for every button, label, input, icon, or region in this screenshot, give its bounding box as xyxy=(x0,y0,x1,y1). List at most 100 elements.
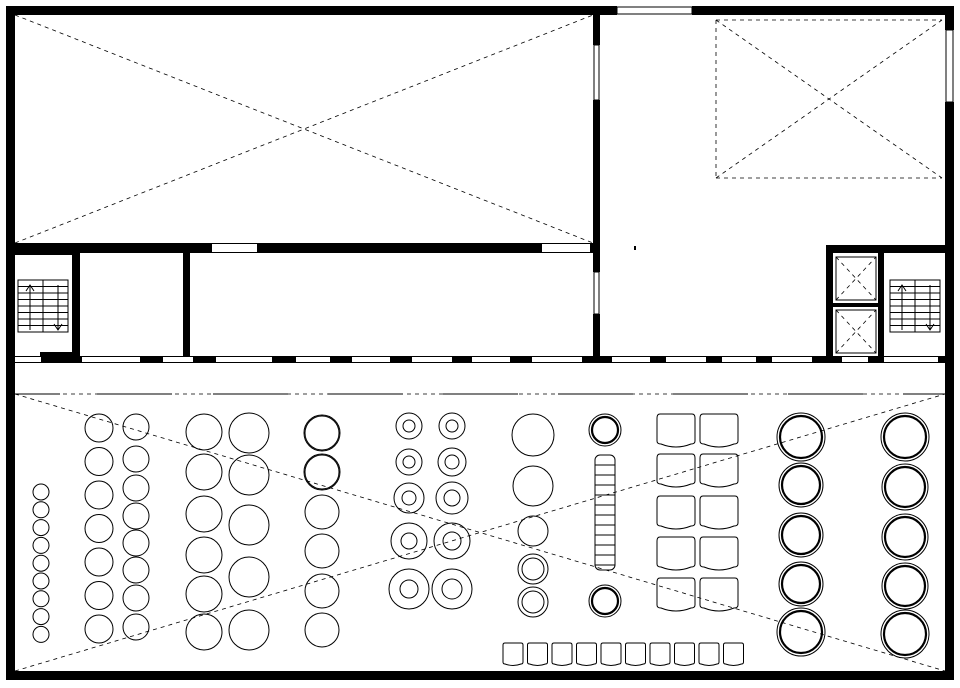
round-table xyxy=(228,609,270,651)
round-table xyxy=(304,415,340,451)
ring-table-outer xyxy=(390,522,428,560)
front-row-stool xyxy=(576,642,597,666)
round-table-outer xyxy=(588,413,622,447)
ring-table-inner xyxy=(402,419,416,433)
tub-chair xyxy=(656,413,696,448)
window-hall-bottom-1 xyxy=(212,244,257,252)
door-center-lower-frame xyxy=(593,271,600,315)
ring-table-outer xyxy=(388,568,430,610)
stool xyxy=(32,572,50,590)
front-row-stool xyxy=(723,642,744,666)
round-table-outer xyxy=(881,463,929,511)
ring-table-outer xyxy=(395,448,423,476)
tub-chair xyxy=(699,453,739,488)
window-hall-bottom-2 xyxy=(542,244,590,252)
round-table xyxy=(304,612,340,648)
ring-table-inner xyxy=(445,419,459,433)
door-center-lower xyxy=(593,272,600,314)
round-table xyxy=(517,586,549,618)
lift-lower-diag-1 xyxy=(835,309,877,354)
ring-table-outer xyxy=(431,568,473,610)
lift-upper-diag-2 xyxy=(835,256,877,301)
window-top xyxy=(617,6,692,15)
round-table xyxy=(122,584,150,612)
window-right-frame xyxy=(945,29,954,103)
round-table xyxy=(84,547,114,577)
door-center-upper-frame xyxy=(593,44,600,101)
ring-table-outer xyxy=(433,522,471,560)
window-east-4 xyxy=(772,357,812,362)
round-table-outer xyxy=(776,607,826,657)
ring-table-inner xyxy=(441,578,463,600)
window-mid-2 xyxy=(82,357,140,362)
ring-table-outer xyxy=(435,481,469,515)
round-table xyxy=(185,575,223,613)
front-row-stool xyxy=(502,642,524,666)
round-table xyxy=(517,515,549,547)
round-table xyxy=(304,573,340,609)
round-table-outer xyxy=(880,412,930,462)
round-table-outer xyxy=(778,561,824,607)
ring-table-inner xyxy=(400,532,418,550)
front-row-stool xyxy=(551,642,573,666)
tub-chair xyxy=(656,495,696,530)
stair-west xyxy=(17,279,69,333)
round-table xyxy=(185,495,223,533)
ring-table-outer xyxy=(437,447,467,477)
window-east-5 xyxy=(842,357,868,362)
stair-west-arrowhead-up xyxy=(25,284,35,292)
round-table-outer xyxy=(778,512,824,558)
round-table xyxy=(590,415,620,445)
round-table-outer xyxy=(778,462,824,508)
front-row-stool xyxy=(527,642,548,666)
stool xyxy=(32,625,50,643)
round-table xyxy=(228,556,270,598)
stool xyxy=(32,519,50,537)
tub-chair xyxy=(656,577,696,612)
round-table xyxy=(883,564,927,608)
ring-table-inner xyxy=(442,531,462,551)
stacked-chairs xyxy=(594,454,616,571)
wall-stair-west-top xyxy=(6,253,80,255)
round-table xyxy=(780,514,822,556)
tub-chair xyxy=(699,577,739,612)
round-table xyxy=(122,613,150,641)
round-table xyxy=(511,413,555,457)
round-table xyxy=(84,413,114,443)
round-table-rim xyxy=(303,414,341,452)
window-mid-5 xyxy=(296,357,330,362)
round-table xyxy=(521,590,545,614)
wall-lift-west xyxy=(826,253,833,356)
front-row-stool xyxy=(625,642,646,666)
round-table xyxy=(883,465,927,509)
window-east-6 xyxy=(884,357,938,362)
wall-right xyxy=(945,6,954,680)
front-row-stool xyxy=(600,642,622,666)
round-table xyxy=(228,412,270,454)
wall-center-vertical xyxy=(593,6,600,362)
round-table xyxy=(228,504,270,546)
wall-stair-west xyxy=(72,253,80,356)
round-table xyxy=(185,613,223,651)
void-auditorium-diag-2 xyxy=(14,393,946,672)
window-east-1 xyxy=(612,357,650,362)
wall-lift-east xyxy=(878,253,884,356)
tub-chair xyxy=(699,495,739,530)
round-table xyxy=(84,614,114,644)
round-table xyxy=(304,533,340,569)
tub-chair xyxy=(656,453,696,488)
tub-chair xyxy=(699,413,739,448)
tub-chair xyxy=(656,536,696,571)
front-row-stool xyxy=(649,642,671,666)
void-east-diag-2 xyxy=(715,19,943,179)
round-table-outer xyxy=(881,513,929,561)
wall-partition-1 xyxy=(183,253,190,356)
exterior-walls xyxy=(6,6,954,680)
window-right xyxy=(945,30,954,102)
wall-lift-divider xyxy=(833,303,878,307)
stool xyxy=(32,608,50,626)
stool xyxy=(32,554,50,572)
window-mid-4 xyxy=(216,357,272,362)
lift-lower xyxy=(835,309,877,354)
wall-bottom xyxy=(6,671,954,680)
